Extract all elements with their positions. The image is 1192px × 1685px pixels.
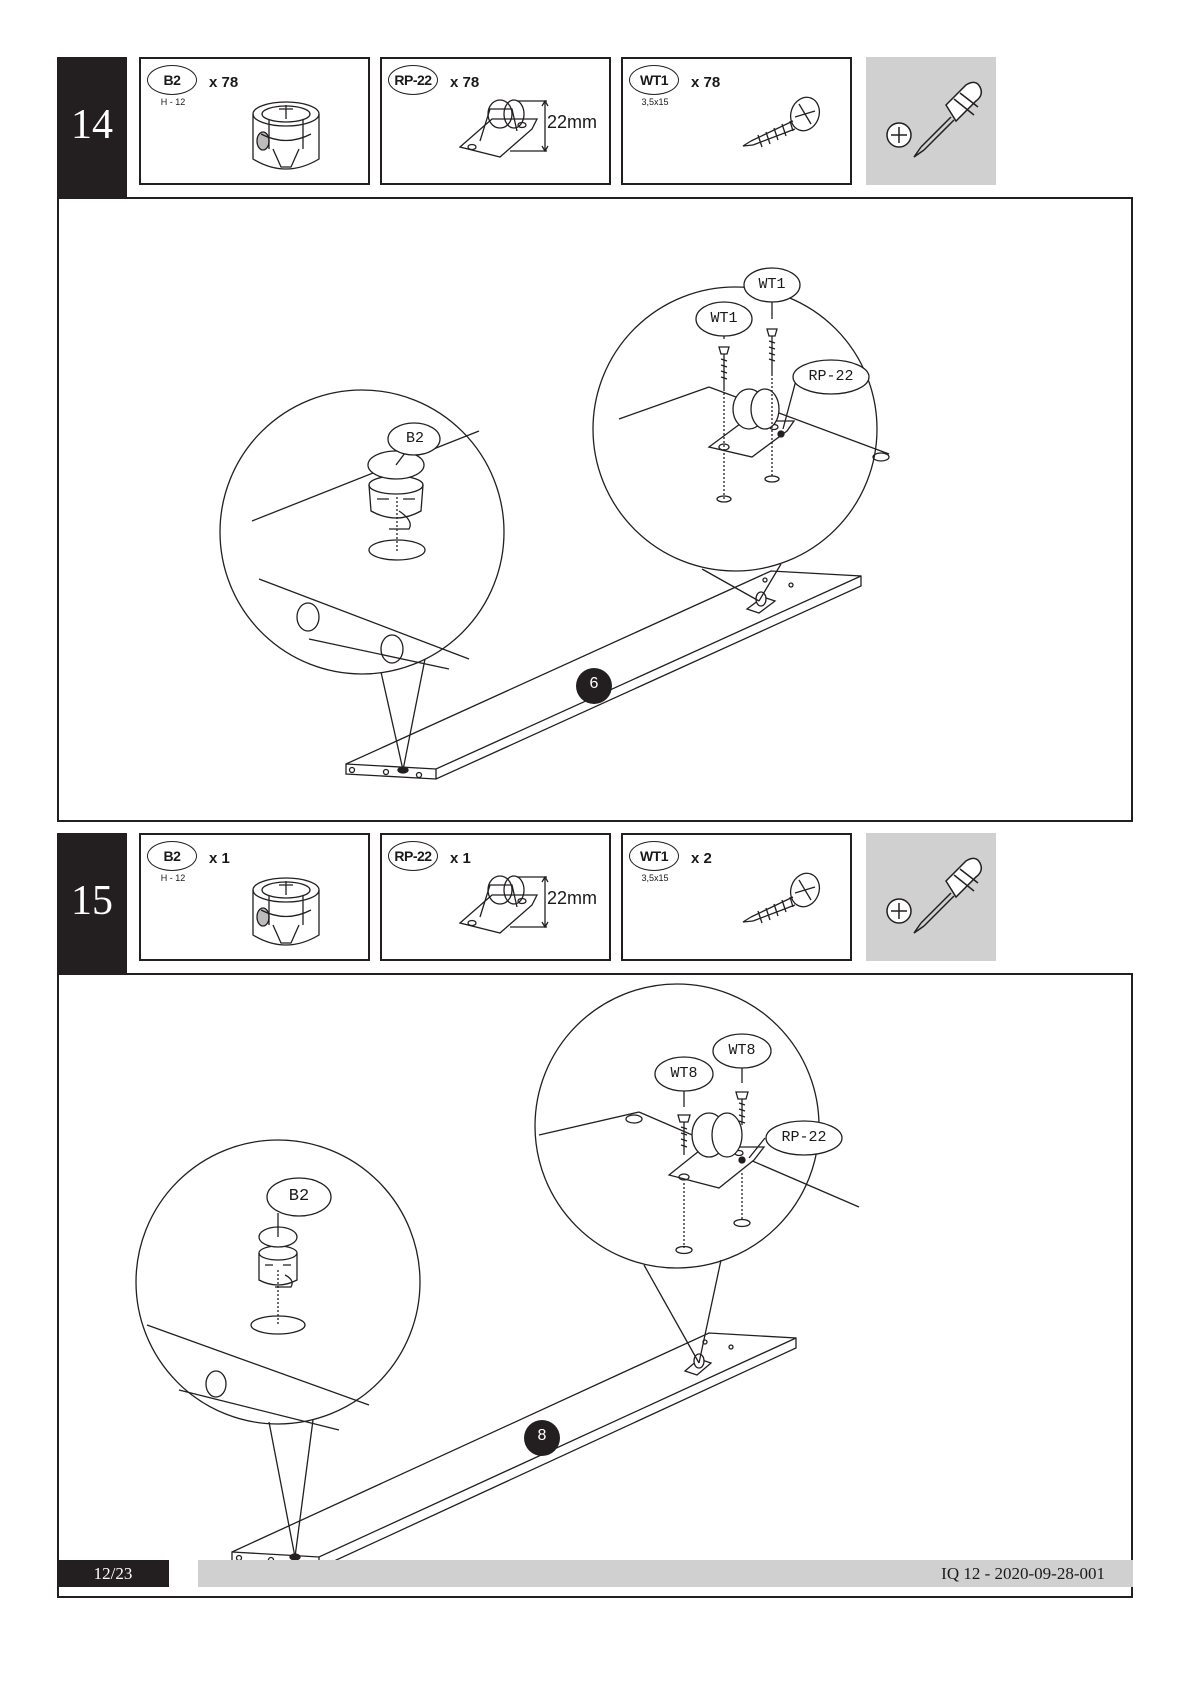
panel-number-label: 6 — [582, 675, 606, 693]
callout-wt1: WT1 — [750, 276, 794, 293]
step-number: 15 — [57, 877, 127, 925]
phillips-screwdriver-icon — [866, 833, 996, 961]
part-dimension: 22mm — [547, 112, 597, 133]
callout-rp22: RP-22 — [799, 368, 863, 385]
assembly-panel: 6 B2 WT1 WT1 RP-22 — [57, 197, 1133, 822]
callout-wt8: WT8 — [662, 1065, 706, 1082]
tool-box — [866, 833, 996, 961]
screw-icon — [623, 835, 854, 963]
page-number: 12/23 — [57, 1560, 169, 1587]
panel-number-label: 8 — [530, 1427, 554, 1445]
callout-wt1: WT1 — [702, 310, 746, 327]
callout-b2: B2 — [396, 430, 434, 447]
part-dimension: 22mm — [547, 888, 597, 909]
step-number: 14 — [57, 101, 127, 149]
part-box-b2: B2 H - 12 x 78 — [139, 57, 370, 185]
callout-wt8: WT8 — [720, 1042, 764, 1059]
assembly-diagram — [59, 975, 1135, 1600]
document-id: IQ 12 - 2020-09-28-001 — [198, 1560, 1133, 1587]
tool-box — [866, 57, 996, 185]
cam-lock-icon — [141, 835, 372, 963]
part-box-wt1: WT1 3,5x15 x 2 — [621, 833, 852, 961]
callout-b2: B2 — [279, 1187, 319, 1206]
part-box-rp22: RP-22 x 78 22mm — [380, 57, 611, 185]
part-box-wt1: WT1 3,5x15 x 78 — [621, 57, 852, 185]
parts-row: B2 H - 12 x 78 RP-22 x 78 — [139, 57, 999, 185]
screw-icon — [623, 59, 854, 187]
part-box-b2: B2 H - 12 x 1 — [139, 833, 370, 961]
assembly-panel: 8 B2 WT8 WT8 RP-22 — [57, 973, 1133, 1598]
phillips-screwdriver-icon — [866, 57, 996, 185]
part-box-rp22: RP-22 x 1 22mm — [380, 833, 611, 961]
assembly-diagram — [59, 199, 1135, 824]
parts-row: B2 H - 12 x 1 RP-22 x 1 — [139, 833, 999, 961]
cam-lock-icon — [141, 59, 372, 187]
callout-rp22: RP-22 — [772, 1129, 836, 1146]
